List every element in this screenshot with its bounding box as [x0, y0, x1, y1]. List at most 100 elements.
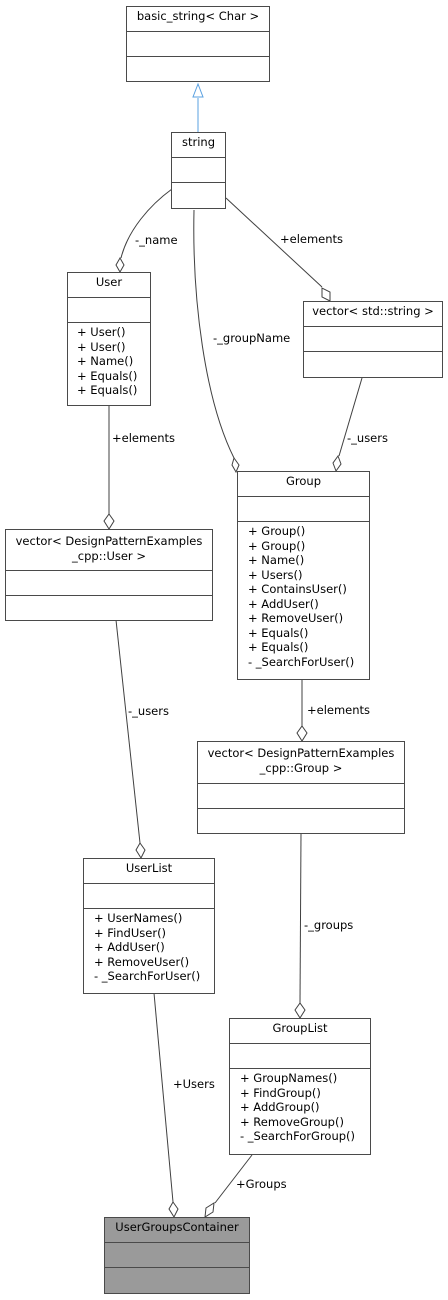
class-title-line: _cpp::Group > [259, 761, 343, 775]
method-item: - _SearchForGroup() [240, 1129, 356, 1143]
method-item: + Name() [77, 354, 134, 368]
class-title-line: _cpp::User > [72, 549, 146, 563]
method-item: + Name() [248, 553, 305, 567]
edge-string-vector-string [225, 197, 323, 288]
methods-section: + UserNames() + FindUser() + AddUser() +… [84, 909, 214, 986]
class-title: vector< DesignPatternExamples _cpp::User… [6, 530, 212, 571]
aggregation-diamond [103, 513, 115, 530]
methods-section: + GroupNames() + FindGroup() + AddGroup(… [230, 1069, 370, 1146]
class-title: vector< std::string > [304, 302, 442, 327]
attributes-section [172, 158, 225, 183]
method-item: + Equals() [248, 625, 309, 640]
method-item: + GroupNames() [240, 1071, 338, 1085]
class-user[interactable]: User + User() + User() + Name() + Equals… [67, 272, 151, 406]
attributes-section [198, 784, 404, 809]
aggregation-diamond [332, 454, 342, 473]
edge-label-groups-container: +Groups [236, 1177, 287, 1191]
edge-vector-string-group [338, 377, 363, 457]
aggregation-diamond [115, 256, 125, 274]
attributes-section [6, 571, 212, 596]
class-title: vector< DesignPatternExamples _cpp::Grou… [198, 742, 404, 784]
class-title: string [172, 133, 225, 158]
class-title-line: vector< DesignPatternExamples [15, 534, 203, 548]
method-item: + AddGroup() [240, 1100, 320, 1114]
method-item: + AddUser() [248, 596, 319, 611]
method-item: + ContainsUser() [248, 582, 347, 596]
edge-label-elements-group: +elements [307, 703, 371, 717]
edge-label-users-userlist: -_users [128, 704, 169, 718]
class-vector-string[interactable]: vector< std::string > [303, 301, 443, 378]
class-title: UserList [84, 859, 214, 884]
methods-section [6, 596, 212, 620]
method-item: + Equals() [77, 368, 138, 383]
class-title: UserGroupsContainer [105, 1218, 249, 1243]
edge-userlist-container [153, 992, 174, 1203]
aggregation-diamond [321, 287, 331, 302]
edge-string-user [120, 188, 173, 259]
class-group[interactable]: Group + Group() + Group() + Name() + Use… [237, 471, 370, 680]
method-item: + AddUser() [94, 940, 165, 954]
method-list: + GroupNames() + FindGroup() + AddGroup(… [230, 1069, 370, 1146]
attributes-section [304, 327, 442, 352]
edge-vector-user-userlist [115, 619, 141, 844]
aggregation-diamond [168, 1201, 179, 1219]
methods-section [198, 809, 404, 833]
aggregation-diamond [294, 1002, 306, 1019]
method-item: + RemoveGroup() [240, 1114, 344, 1129]
attributes-section [68, 298, 150, 323]
attributes-section [238, 497, 369, 522]
class-title-line: vector< DesignPatternExamples [207, 746, 395, 760]
method-item: + Equals() [77, 383, 138, 397]
aggregation-diamond [135, 842, 146, 860]
methods-section [127, 57, 269, 81]
methods-section [105, 1268, 249, 1293]
edge-label-users-group: -_users [347, 431, 388, 445]
attributes-section [230, 1044, 370, 1069]
class-userlist[interactable]: UserList + UserNames() + FindUser() + Ad… [83, 858, 215, 994]
methods-section: + User() + User() + Name() + Equals() + … [68, 323, 150, 400]
class-vector-group[interactable]: vector< DesignPatternExamples _cpp::Grou… [197, 741, 405, 834]
edge-label-users-container: +Users [173, 1077, 215, 1091]
method-list: + UserNames() + FindUser() + AddUser() +… [84, 909, 214, 986]
method-item: + Equals() [248, 640, 309, 654]
aggregation-diamond [204, 1202, 215, 1218]
edge-label-elements-user: +elements [112, 431, 176, 445]
attributes-section [105, 1243, 249, 1268]
method-item: + Group() [248, 524, 306, 538]
method-item: + RemoveUser() [248, 611, 344, 625]
method-item: + UserNames() [94, 911, 183, 925]
methods-section [304, 352, 442, 377]
methods-section: + Group() + Group() + Name() + Users() +… [238, 522, 369, 671]
aggregation-diamond [296, 725, 308, 742]
aggregation-diamond [231, 456, 240, 474]
edge-label-groupname: -_groupName [213, 331, 291, 345]
method-item: + User() [77, 339, 126, 354]
class-string[interactable]: string [171, 132, 226, 209]
class-basic-string[interactable]: basic_string< Char > [126, 6, 270, 82]
edge-label-groups: -_groups [304, 918, 354, 932]
class-vector-user[interactable]: vector< DesignPatternExamples _cpp::User… [5, 529, 213, 621]
class-title: basic_string< Char > [127, 7, 269, 32]
method-item: + Group() [248, 538, 306, 553]
class-title: Group [238, 472, 369, 497]
inheritance-arrowhead [192, 82, 204, 98]
method-item: + Users() [248, 567, 303, 582]
class-title: User [68, 273, 150, 298]
method-item: - _SearchForUser() [248, 654, 355, 669]
method-item: + FindUser() [94, 925, 167, 940]
edge-vector-group-grouplist [299, 832, 302, 1004]
method-item: + FindGroup() [240, 1085, 321, 1100]
method-list: + User() + User() + Name() + Equals() + … [68, 323, 150, 400]
attributes-section [84, 884, 214, 909]
class-grouplist[interactable]: GroupList + GroupNames() + FindGroup() +… [229, 1018, 371, 1155]
attributes-section [127, 32, 269, 57]
class-user-groups-container[interactable]: UserGroupsContainer [104, 1217, 250, 1294]
edge-label-elements-string: +elements [280, 232, 344, 246]
methods-section [172, 183, 225, 208]
method-item: + User() [77, 325, 126, 339]
class-title: GroupList [230, 1019, 370, 1044]
method-item: - _SearchForUser() [94, 969, 201, 983]
edge-label-name: -_name [135, 233, 178, 247]
